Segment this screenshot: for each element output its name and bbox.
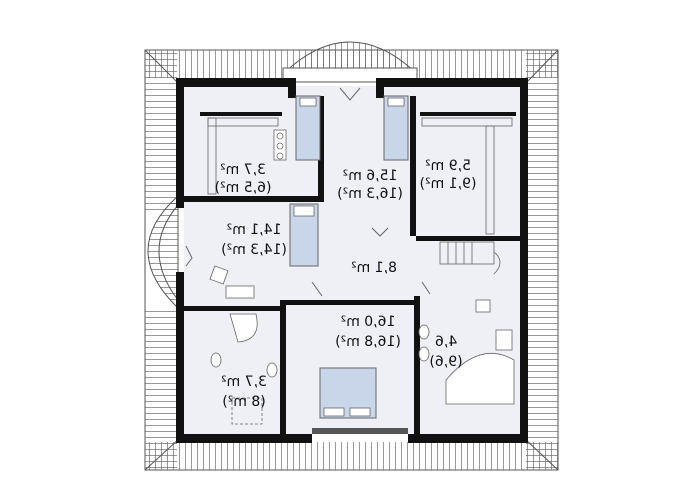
room-area-alt-label: (16,3 m²) [337, 186, 403, 202]
room-area-label: 5,9 m² [425, 158, 471, 174]
stairs [439, 241, 501, 275]
bed-top-left [295, 95, 321, 161]
room-area-label: 8,1 m² [351, 260, 397, 276]
room-area-label: 16,0 m² [341, 314, 396, 330]
bath-right-fixtures [418, 299, 515, 405]
interior-walls [176, 96, 520, 434]
room-area-alt-label: (9,6) [429, 354, 462, 370]
hob-left [273, 129, 287, 161]
room-labels: 15,6 m² (16,3 m²) 3,7 m² (6,5 m²) 5,9 m²… [215, 158, 477, 410]
room-area-label: 14,1 m² [227, 222, 282, 238]
room-area-alt-label: (16,8 m²) [335, 334, 401, 350]
room-area-label: 4,6 [435, 334, 457, 350]
room-area-label: 3,7 m² [220, 162, 266, 178]
roof-bottom-band [145, 442, 558, 470]
wardrobe-right-racks [421, 117, 513, 235]
room-area-alt-label: (9,1 m²) [420, 176, 477, 192]
bed-master [319, 367, 377, 419]
wardrobe-left-racks [207, 117, 279, 195]
doors [185, 87, 431, 297]
bed-left [289, 203, 319, 267]
roof-right-band [526, 50, 558, 470]
room-area-alt-label: (14,3 m²) [221, 242, 287, 258]
roof-left-band [145, 50, 177, 210]
desk [209, 265, 255, 299]
bed-top-right [383, 95, 409, 161]
bath-left-fixtures [210, 313, 278, 425]
room-area-label: 3,7 m² [221, 374, 267, 390]
room-area-alt-label: (8 m²) [222, 394, 266, 410]
room-area-label: 15,6 m² [343, 168, 398, 184]
top-dormer [281, 41, 419, 83]
left-bay [147, 194, 179, 310]
outer-walls [176, 78, 528, 443]
room-area-alt-label: (6,5 m²) [215, 180, 272, 196]
